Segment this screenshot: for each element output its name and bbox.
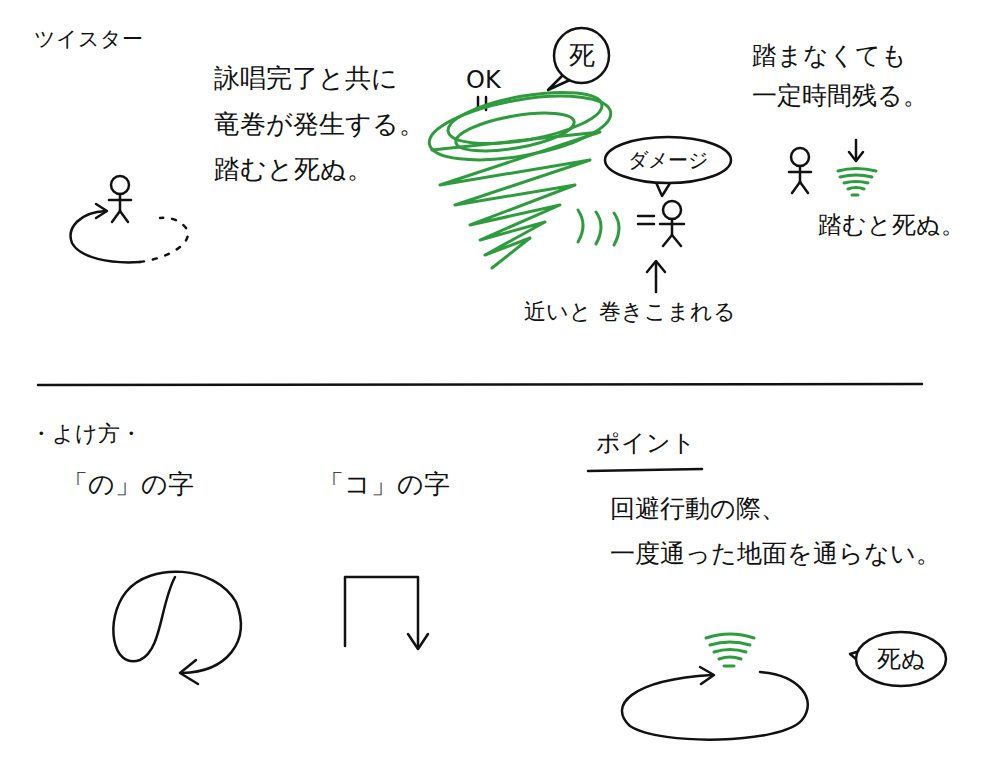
ko-shape-arrowhead xyxy=(408,634,428,649)
pointer-arrow xyxy=(855,140,858,160)
tornado-small xyxy=(706,634,754,666)
stick-figure xyxy=(789,148,811,193)
note-text: 回避行動の際、 一度通った地面を通らない。 xyxy=(610,486,941,576)
pointer-arrowhead xyxy=(849,152,863,161)
speech-bubble: ダメージ xyxy=(603,135,733,185)
stick-figure xyxy=(109,176,131,222)
note-text: ポイント xyxy=(596,428,696,459)
divider xyxy=(38,384,922,385)
bubble-ellipse xyxy=(605,137,731,183)
note-text: ・よけ方・ xyxy=(30,420,142,449)
motion-line xyxy=(638,223,654,226)
underline xyxy=(588,469,702,471)
stick-figure xyxy=(660,201,684,246)
movement-arrowhead xyxy=(96,204,107,218)
note-text: 踏むと死ぬ。 xyxy=(818,210,965,241)
speech-bubble: 死 xyxy=(552,26,611,85)
note-text: OK xyxy=(466,66,501,95)
ko-shape-path xyxy=(345,577,418,648)
motion-line xyxy=(638,215,654,218)
pointer-arrow xyxy=(655,262,658,292)
movement-path xyxy=(71,211,140,262)
bubble-text: ダメージ xyxy=(628,148,708,172)
bubble-ellipse xyxy=(554,28,609,83)
note-text: 近いと 巻きこまれる xyxy=(524,298,736,327)
speech-bubble: 死ぬ xyxy=(854,630,948,688)
note-text: 詠唱完了と共に 竜巻が発生する。 踏むと死ぬ。 xyxy=(214,56,425,193)
loop-path xyxy=(622,672,808,740)
bubble-text: 死 xyxy=(569,40,595,71)
wind-swirl xyxy=(614,213,619,245)
tornado-small xyxy=(838,169,876,196)
movement-path-dashed xyxy=(140,218,188,262)
pointer-arrowhead xyxy=(647,261,665,272)
loop-arrowhead xyxy=(700,667,714,684)
tornado xyxy=(425,83,616,268)
title: ツイスター xyxy=(34,26,143,53)
note-text: 踏まなくても 一定時間残る。 xyxy=(752,36,928,116)
note-text: 「の」の字 xyxy=(62,468,194,502)
bubble-text: 死ぬ xyxy=(877,645,926,674)
wind-swirl xyxy=(596,212,601,244)
wind-swirl xyxy=(578,210,583,242)
bubble-ellipse xyxy=(856,632,946,686)
no-shape-arrowhead xyxy=(180,660,198,684)
note-text: 「コ」の字 xyxy=(318,468,450,502)
no-shape-path xyxy=(113,572,240,673)
